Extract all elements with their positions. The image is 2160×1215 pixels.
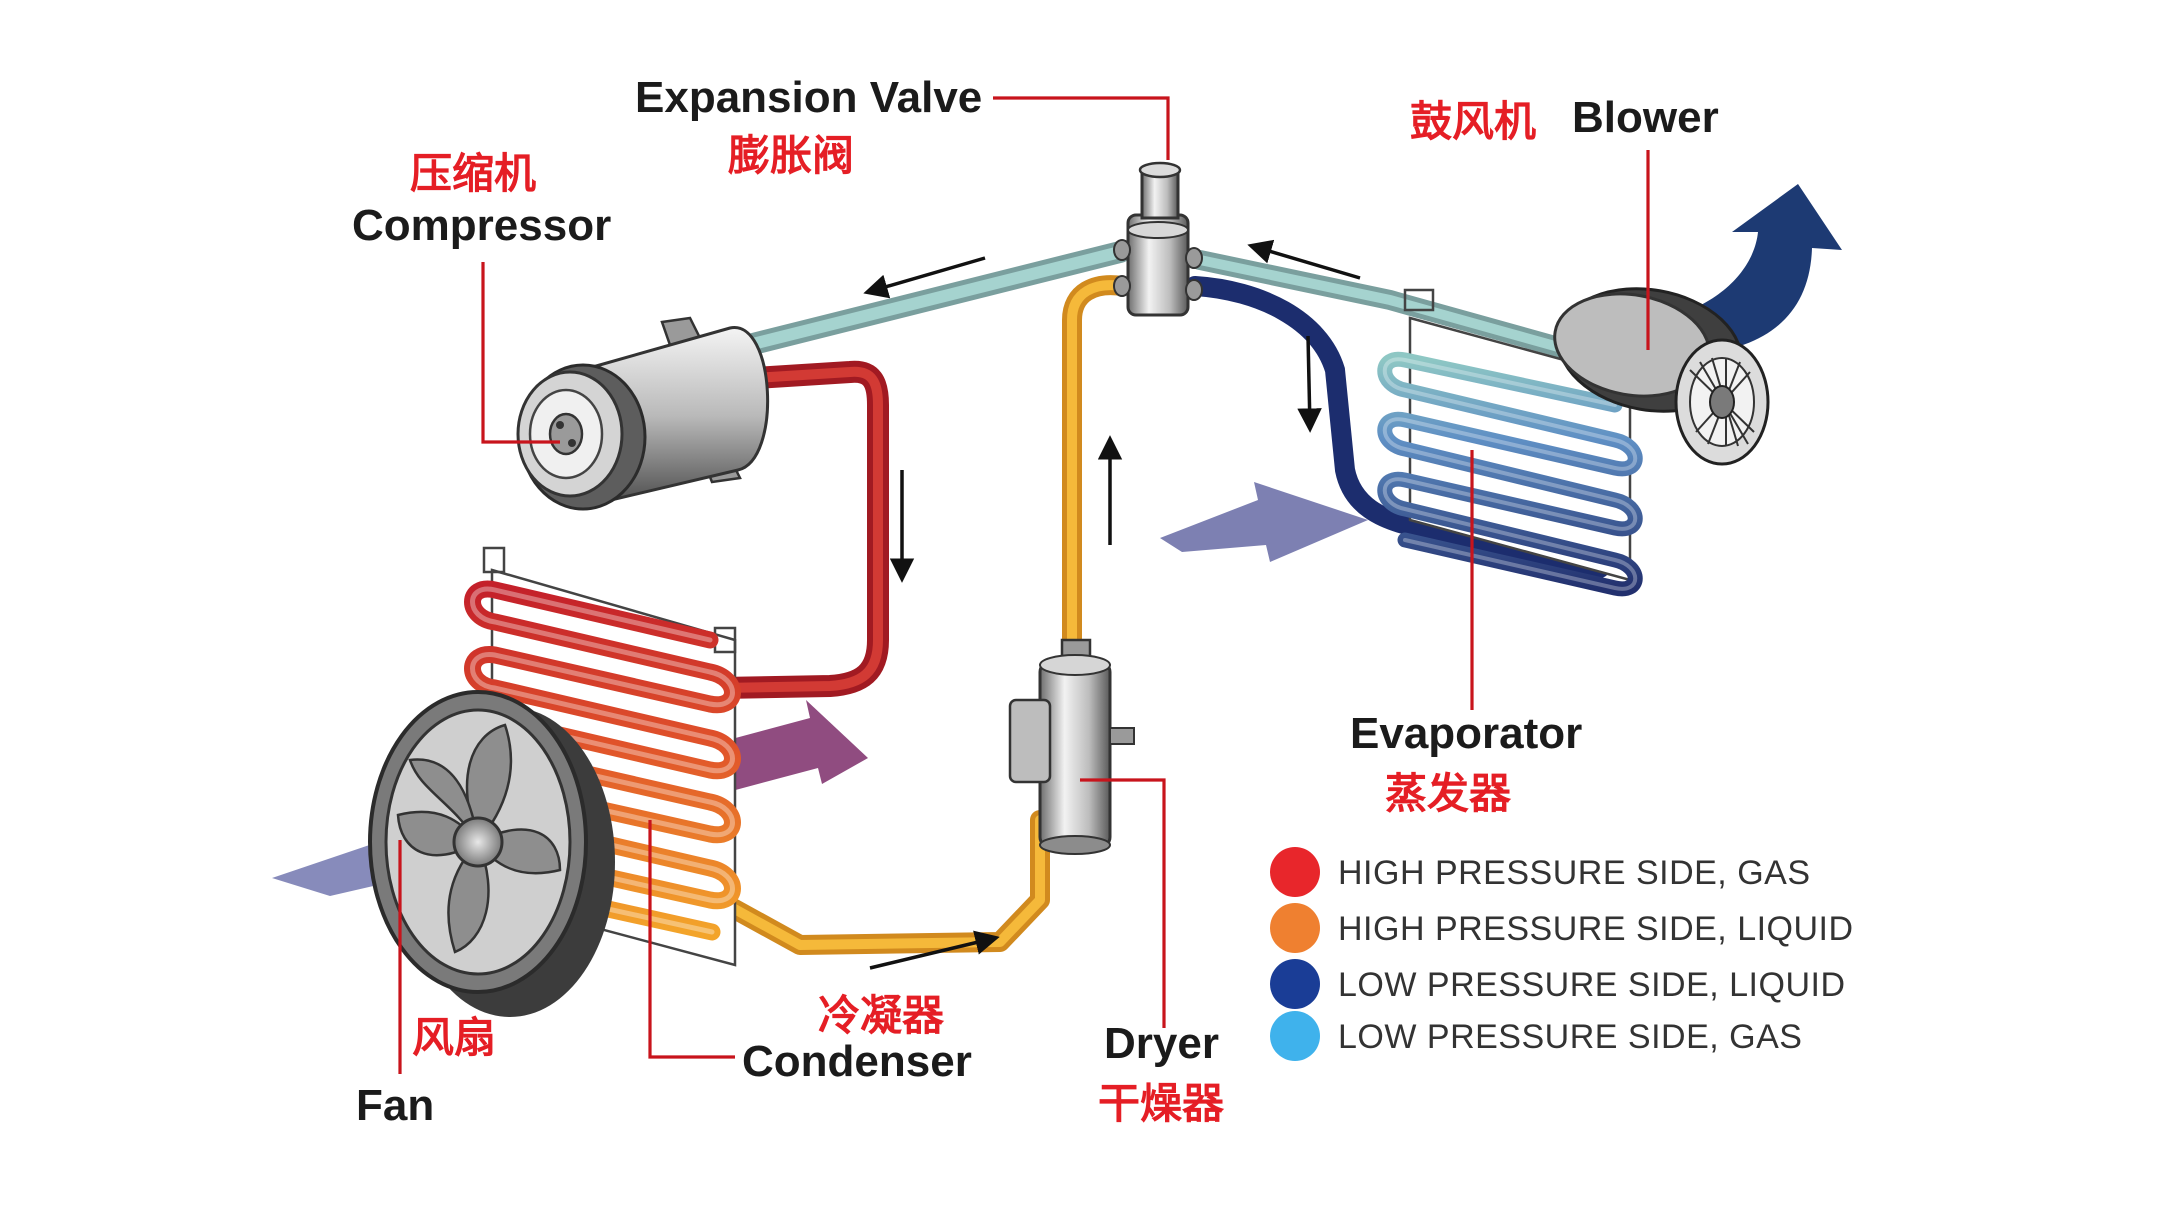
legend-swatch: [1270, 903, 1320, 953]
dryer-label-zh: 干燥器: [1098, 1079, 1225, 1128]
blower-label: Blower: [1572, 93, 1719, 142]
legend-label: HIGH PRESSURE SIDE, GAS: [1338, 854, 1811, 892]
blower: [1553, 287, 1770, 466]
compressor-label-zh: 压缩机: [410, 149, 536, 198]
condenser-label: Condenser: [742, 1037, 972, 1086]
legend-label: LOW PRESSURE SIDE, GAS: [1338, 1018, 1802, 1056]
legend-item: HIGH PRESSURE SIDE, LIQUID: [1270, 903, 1854, 953]
evaporator-label: Evaporator: [1350, 709, 1582, 758]
evaporator-inlet-line: [1185, 276, 1610, 578]
legend-item: HIGH PRESSURE SIDE, GAS: [1270, 847, 1811, 897]
fan-label: Fan: [356, 1081, 434, 1130]
condenser-exhaust-air-arrow: [728, 700, 868, 792]
legend-swatch: [1270, 959, 1320, 1009]
flow-direction-arrows: [863, 239, 1361, 970]
legend-swatch: [1270, 1011, 1320, 1061]
legend-item: LOW PRESSURE SIDE, GAS: [1270, 1011, 1802, 1061]
evaporator-intake-air-arrow: [1160, 482, 1368, 562]
condenser-label-zh: 冷凝器: [818, 991, 945, 1040]
fan: [368, 690, 615, 1017]
legend-item: LOW PRESSURE SIDE, LIQUID: [1270, 959, 1846, 1009]
liquid-line-to-valve: [1062, 275, 1132, 660]
liquid-line-to-dryer: [690, 810, 1050, 955]
legend-label: LOW PRESSURE SIDE, LIQUID: [1338, 966, 1846, 1004]
evaporator: [1377, 288, 1643, 597]
legend-label: HIGH PRESSURE SIDE, LIQUID: [1338, 910, 1854, 948]
compressor-label: Compressor: [352, 201, 611, 250]
blower-label-zh: 鼓风机: [1410, 97, 1536, 146]
component-labels: Expansion Valve 膨胀阀 压缩机 Compressor 鼓风机 B…: [352, 73, 1719, 1130]
expansion-valve: [1113, 161, 1203, 317]
dryer: [1008, 638, 1135, 855]
legend: HIGH PRESSURE SIDE, GAS HIGH PRESSURE SI…: [1270, 847, 1854, 1061]
evaporator-label-zh: 蒸发器: [1385, 769, 1512, 818]
dryer-label: Dryer: [1104, 1019, 1219, 1068]
expansion-valve-label: Expansion Valve: [635, 73, 982, 122]
compressor: [516, 316, 770, 511]
legend-swatch: [1270, 847, 1320, 897]
leader-lines: [398, 96, 1650, 1074]
fan-label-zh: 风扇: [412, 1013, 496, 1062]
expansion-valve-label-zh: 膨胀阀: [728, 131, 854, 180]
